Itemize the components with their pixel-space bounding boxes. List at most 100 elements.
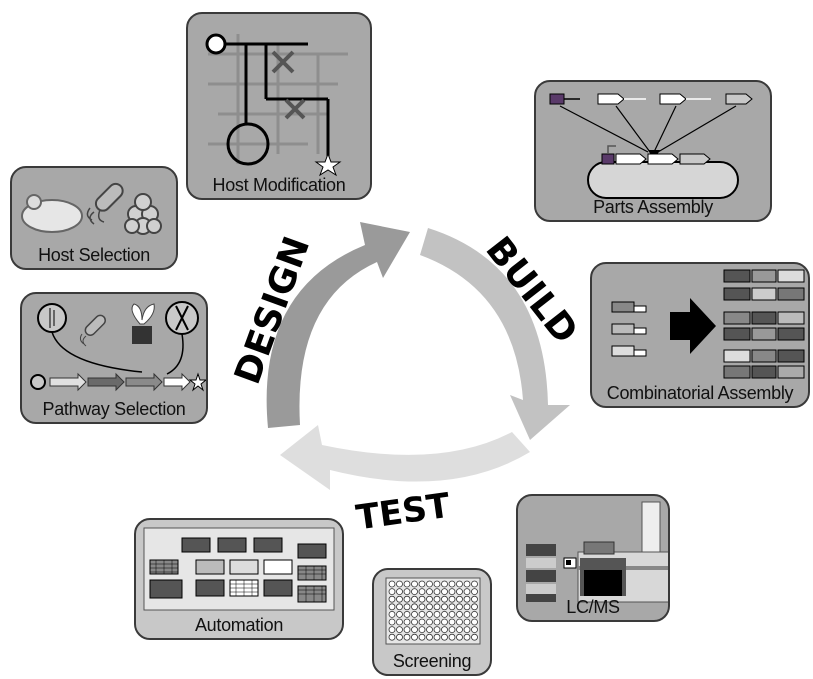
well bbox=[456, 580, 463, 588]
well bbox=[463, 626, 471, 633]
combinatorial-assembly-panel: Combinatorial Assembly bbox=[590, 262, 810, 408]
well bbox=[463, 595, 471, 603]
well bbox=[388, 611, 396, 618]
well bbox=[411, 618, 418, 626]
well bbox=[456, 595, 463, 603]
well bbox=[388, 580, 396, 588]
well bbox=[426, 595, 433, 603]
well bbox=[448, 580, 456, 588]
well bbox=[411, 626, 418, 633]
well bbox=[471, 626, 478, 633]
well bbox=[388, 603, 396, 611]
well bbox=[448, 626, 456, 633]
well bbox=[471, 633, 478, 641]
lcms-label: LC/MS bbox=[566, 597, 620, 617]
well bbox=[463, 588, 471, 596]
host-selection-illustration bbox=[21, 182, 162, 235]
design-arrow bbox=[266, 222, 410, 428]
well bbox=[456, 618, 463, 626]
well bbox=[426, 633, 433, 641]
well bbox=[441, 626, 448, 633]
well bbox=[418, 603, 426, 611]
well bbox=[448, 618, 456, 626]
well bbox=[433, 618, 441, 626]
well bbox=[403, 603, 411, 611]
well bbox=[456, 611, 463, 618]
well bbox=[418, 595, 426, 603]
test-arrow bbox=[280, 425, 530, 490]
parts-assembly-illustration bbox=[549, 93, 753, 199]
screening-label: Screening bbox=[392, 651, 472, 671]
well bbox=[448, 633, 456, 641]
screening-panel: Screening bbox=[372, 568, 492, 676]
well bbox=[396, 588, 403, 596]
well bbox=[403, 580, 411, 588]
well bbox=[441, 595, 448, 603]
parts-assembly-label: Parts Assembly bbox=[593, 197, 713, 217]
host-selection-label: Host Selection bbox=[38, 245, 150, 265]
well bbox=[471, 580, 478, 588]
well bbox=[441, 603, 448, 611]
well bbox=[441, 580, 448, 588]
well bbox=[411, 611, 418, 618]
well bbox=[463, 603, 471, 611]
well bbox=[441, 611, 448, 618]
well bbox=[448, 595, 456, 603]
host-modification-illustration bbox=[205, 33, 348, 177]
host-modification-panel: Host Modification bbox=[186, 12, 372, 200]
build-arrow bbox=[420, 228, 570, 440]
well bbox=[396, 595, 403, 603]
well bbox=[396, 626, 403, 633]
well bbox=[433, 580, 441, 588]
well bbox=[463, 580, 471, 588]
well bbox=[388, 588, 396, 596]
well bbox=[411, 588, 418, 596]
well bbox=[403, 626, 411, 633]
well bbox=[441, 588, 448, 596]
well bbox=[418, 588, 426, 596]
well bbox=[388, 633, 396, 641]
well bbox=[418, 611, 426, 618]
well bbox=[411, 595, 418, 603]
well bbox=[388, 626, 396, 633]
well bbox=[388, 618, 396, 626]
well bbox=[433, 626, 441, 633]
well bbox=[411, 580, 418, 588]
well bbox=[418, 626, 426, 633]
combinatorial-assembly-illustration bbox=[611, 269, 805, 379]
well bbox=[433, 588, 441, 596]
well bbox=[426, 611, 433, 618]
automation-illustration bbox=[143, 527, 335, 611]
well bbox=[418, 580, 426, 588]
well bbox=[418, 618, 426, 626]
pathway-selection-label: Pathway Selection bbox=[42, 399, 186, 419]
well bbox=[388, 595, 396, 603]
pathway-selection-illustration bbox=[30, 301, 206, 392]
star-icon bbox=[188, 372, 206, 392]
well bbox=[426, 580, 433, 588]
well bbox=[403, 611, 411, 618]
arrow-right-icon bbox=[670, 298, 716, 354]
well bbox=[448, 603, 456, 611]
well bbox=[426, 603, 433, 611]
well bbox=[471, 595, 478, 603]
well bbox=[471, 611, 478, 618]
well bbox=[396, 633, 403, 641]
well bbox=[463, 611, 471, 618]
automation-label: Automation bbox=[194, 615, 284, 635]
well bbox=[441, 618, 448, 626]
well bbox=[433, 603, 441, 611]
well bbox=[396, 603, 403, 611]
well bbox=[448, 588, 456, 596]
well bbox=[433, 611, 441, 618]
well bbox=[471, 588, 478, 596]
well bbox=[448, 611, 456, 618]
well bbox=[426, 626, 433, 633]
well bbox=[396, 618, 403, 626]
lcms-panel: LC/MS bbox=[516, 494, 670, 622]
well bbox=[426, 588, 433, 596]
pathway-selection-panel: Pathway Selection bbox=[20, 292, 208, 424]
well bbox=[456, 626, 463, 633]
